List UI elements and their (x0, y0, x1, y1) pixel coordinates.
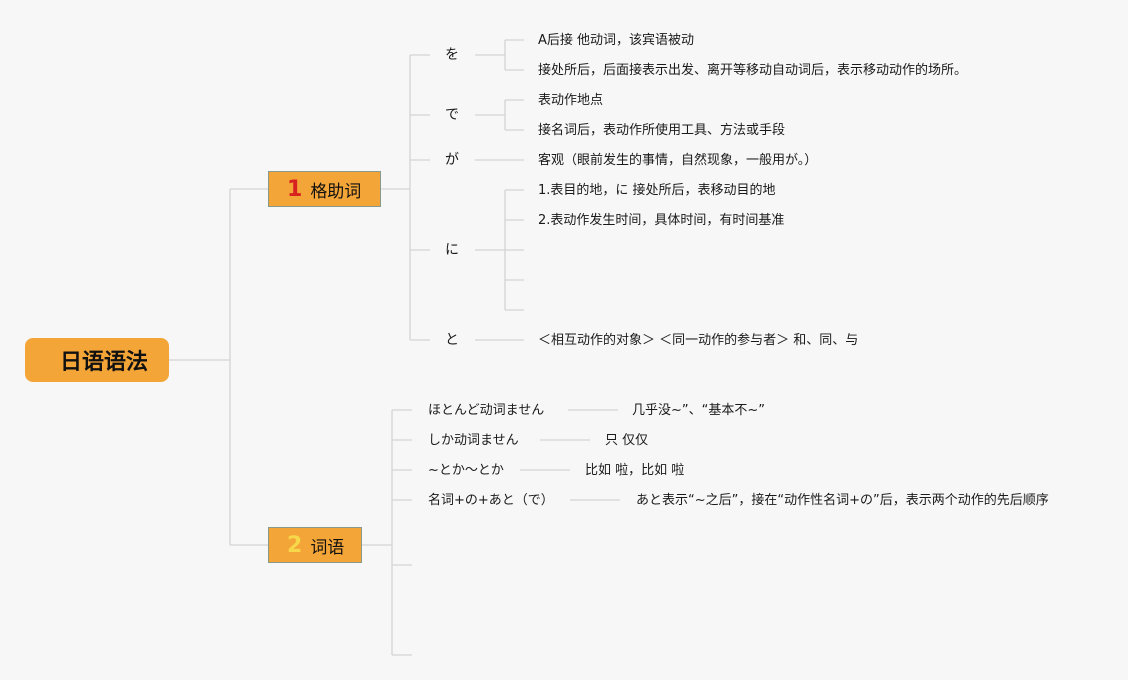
particle-to-note-1[interactable]: ＜相互动作的对象＞ ＜同一动作的参与者＞ 和、同、与 (538, 333, 859, 348)
particle-wo-note-2[interactable]: 接处所后，后面接表示出发、离开等移动自动词后，表示移动动作的场所。 (538, 63, 968, 78)
word-shika[interactable]: しか动词ません (428, 433, 519, 448)
particle-de-note-2[interactable]: 接名词后，表动作所使用工具、方法或手段 (538, 123, 786, 138)
branch-case-particles[interactable]: 1 格助词 (268, 171, 381, 207)
word-shika-note[interactable]: 只 仅仅 (605, 433, 649, 448)
branch-number-1: 1 (287, 176, 303, 202)
root-title: 日语语法 (59, 350, 148, 375)
branch-words[interactable]: 2 词语 (268, 527, 362, 563)
word-toka[interactable]: ~とか〜とか (428, 463, 504, 478)
word-hotondo[interactable]: ほとんど动词ません (428, 403, 545, 418)
particle-de[interactable]: で (445, 107, 459, 123)
word-ato-note[interactable]: あと表示“~之后”，接在“动作性名词+の”后，表示两个动作的先后顺序 (636, 493, 1049, 508)
particle-ni-note-1[interactable]: 1.表目的地，に 接处所后，表移动目的地 (538, 183, 776, 198)
particle-ga-note-1[interactable]: 客观（眼前发生的事情，自然现象，一般用が。） (538, 153, 818, 168)
branch-label: 格助词 (310, 181, 362, 202)
particle-wo-note-1[interactable]: A后接 他动词，该宾语被动 (538, 33, 695, 48)
particle-ga[interactable]: が (445, 152, 459, 168)
particle-to[interactable]: と (445, 332, 459, 348)
branch-number-2: 2 (287, 532, 303, 558)
root-topic[interactable]: 日语语法 (25, 338, 169, 382)
particle-de-note-1[interactable]: 表动作地点 (538, 93, 604, 108)
word-ato[interactable]: 名词+の+あと（で） (428, 493, 554, 508)
particle-ni-note-2[interactable]: 2.表动作发生时间，具体时间，有时间基准 (538, 213, 785, 228)
word-toka-note[interactable]: 比如 啦，比如 啦 (585, 463, 685, 478)
particle-wo[interactable]: を (445, 47, 459, 63)
branch-label: 词语 (310, 537, 345, 558)
particle-ni[interactable]: に (445, 242, 459, 258)
word-hotondo-note[interactable]: 几乎没~”、“基本不~” (632, 403, 765, 418)
